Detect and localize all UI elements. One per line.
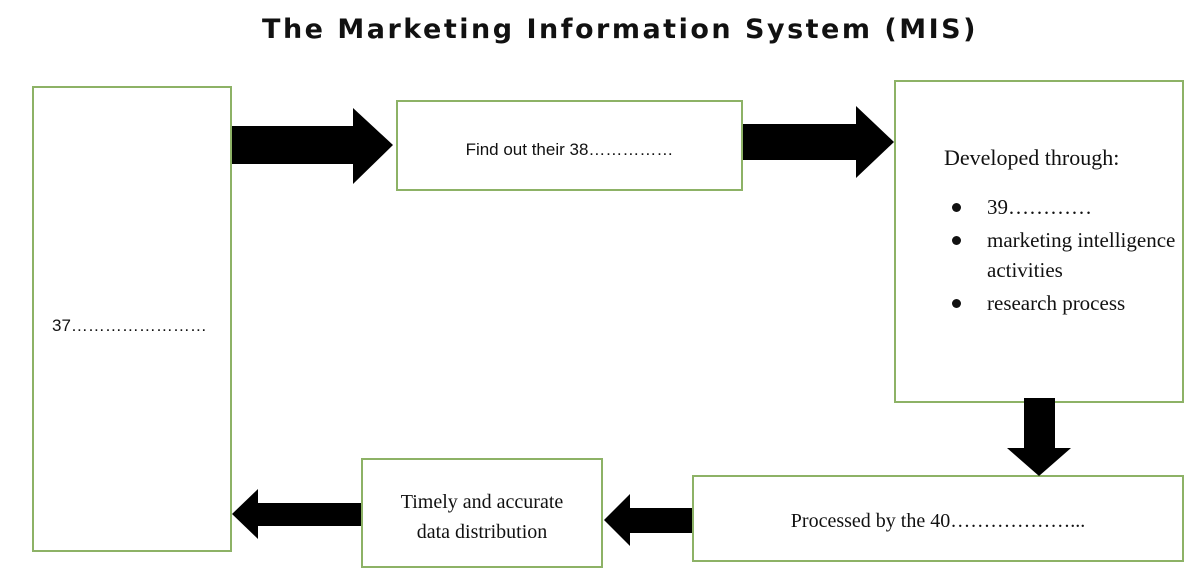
node-40-box: Processed by the 40………………...: [692, 475, 1184, 562]
node-39-bullet-text: 39…………: [987, 195, 1092, 219]
node-40-label: Processed by the 40………………...: [790, 510, 1086, 532]
bullet-dot-icon: [952, 236, 961, 245]
node-38-box: Find out their 38……………: [396, 100, 743, 191]
node-37-box: 37……………………: [32, 86, 232, 552]
node-39-bullet-text: research process: [987, 291, 1126, 315]
arrow-37-to-38-icon: [232, 108, 393, 184]
node-39-bullet-item: research process: [952, 288, 1176, 318]
node-39-bullet-text: marketing intelligence activities: [987, 228, 1176, 282]
node-39-box: Developed through: 39………… marketing inte…: [894, 80, 1184, 403]
diagram-title: The Marketing Information System (MIS): [262, 14, 978, 45]
node-39-bullet-item: marketing intelligence activities: [952, 225, 1176, 285]
node-39-bullet-item: 39…………: [952, 192, 1176, 222]
bullet-dot-icon: [952, 203, 961, 212]
arrow-distribution-to-37-icon: [232, 489, 361, 539]
node-39-heading: Developed through:: [944, 145, 1120, 170]
node-38-label: Find out their 38……………: [465, 140, 674, 159]
arrow-40-to-distribution-icon: [604, 494, 692, 546]
distribution-label-line-1: Timely and accurate: [400, 491, 564, 513]
arrow-39-to-40-icon: [1007, 398, 1071, 476]
distribution-label-line-2: data distribution: [416, 521, 548, 543]
bullet-dot-icon: [952, 299, 961, 308]
distribution-box: Timely and accurate data distribution: [361, 458, 603, 568]
node-37-label: 37……………………: [52, 316, 207, 335]
arrow-38-to-39-icon: [743, 106, 894, 178]
distribution-label: Timely and accurate data distribution: [363, 487, 601, 547]
node-39-bullet-list: 39………… marketing intelligence activities…: [952, 192, 1176, 321]
